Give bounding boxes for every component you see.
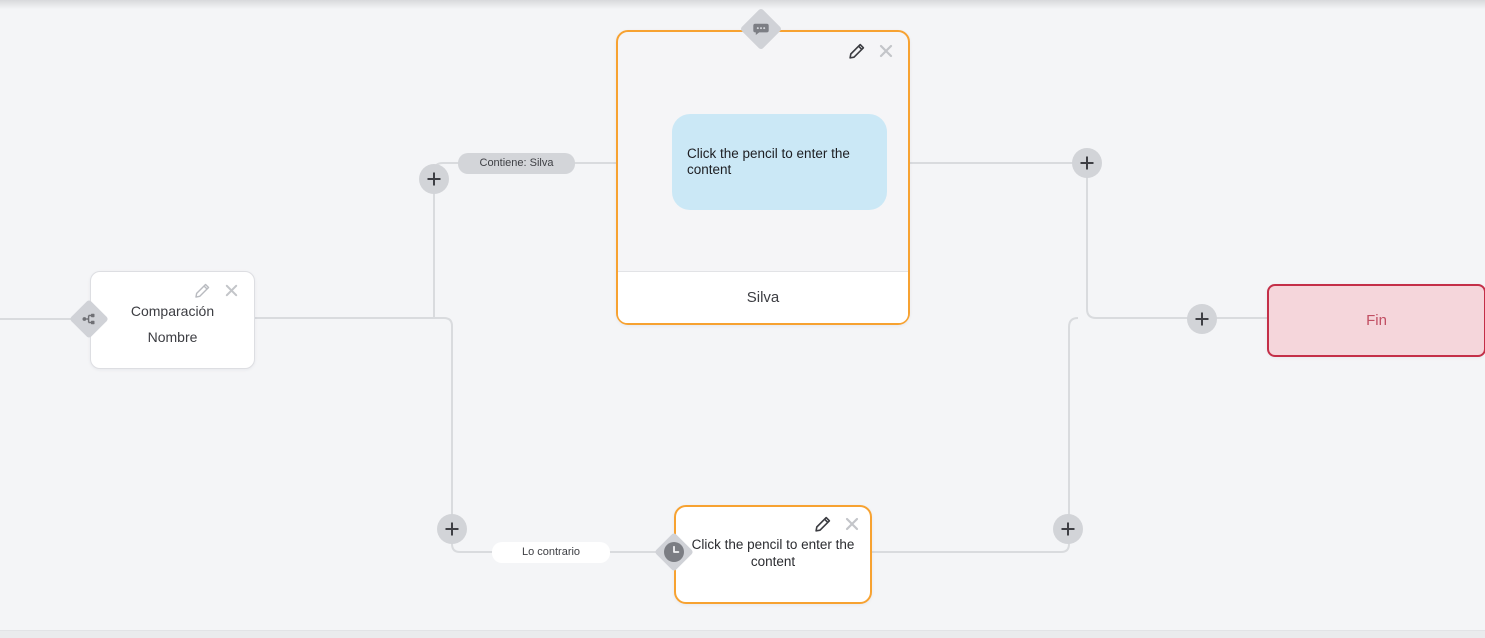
condition-type-badge	[69, 299, 109, 339]
wait-node[interactable]: Click the pencil to enter the content	[674, 505, 872, 604]
edit-button[interactable]	[848, 42, 866, 60]
edge-message-to-end	[904, 162, 1268, 319]
plus-icon	[1195, 312, 1209, 326]
plus-icon	[445, 522, 459, 536]
close-icon	[879, 44, 893, 58]
condition-title-line2: Nombre	[147, 329, 198, 345]
edge-condition-to-wait	[253, 317, 662, 553]
message-bubble: Click the pencil to enter the content	[672, 114, 887, 210]
delete-button[interactable]	[844, 516, 862, 534]
add-button-after-message[interactable]	[1072, 148, 1102, 178]
message-type-badge	[739, 7, 783, 51]
edit-button[interactable]	[194, 282, 212, 300]
pencil-icon	[849, 43, 865, 59]
condition-title-line1: Comparación	[130, 303, 215, 319]
close-icon	[225, 284, 238, 297]
plus-icon	[1061, 522, 1075, 536]
edit-button[interactable]	[814, 515, 832, 533]
edge-label-otherwise: Lo contrario	[492, 542, 610, 563]
condition-node-actions	[91, 282, 254, 300]
branch-icon	[81, 311, 97, 327]
add-button-before-end[interactable]	[1187, 304, 1217, 334]
chat-icon	[751, 19, 771, 39]
close-icon	[845, 517, 859, 531]
message-footer-label: Silva	[746, 289, 780, 306]
edge-label-match: Contiene: Silva	[458, 153, 575, 174]
end-node-label: Fin	[1366, 312, 1387, 329]
add-button-match-branch[interactable]	[419, 164, 449, 194]
delete-button[interactable]	[878, 43, 896, 61]
pencil-icon	[195, 283, 210, 298]
message-footer: Silva	[618, 271, 908, 323]
add-button-otherwise-branch[interactable]	[437, 514, 467, 544]
wait-type-badge	[654, 532, 694, 572]
canvas-top-shade	[0, 0, 1485, 9]
pencil-icon	[815, 516, 831, 532]
end-node[interactable]: Fin	[1267, 284, 1485, 357]
add-button-after-wait[interactable]	[1053, 514, 1083, 544]
plus-icon	[1080, 156, 1094, 170]
message-bubble-text: Click the pencil to enter the content	[687, 145, 850, 177]
wait-node-text: Click the pencil to enter the content	[691, 537, 855, 569]
edge-condition-to-message	[433, 162, 618, 318]
message-node[interactable]: Click the pencil to enter the content Si…	[616, 30, 910, 325]
edge-wait-to-end	[866, 317, 1079, 553]
delete-button[interactable]	[224, 283, 242, 301]
plus-icon	[427, 172, 441, 186]
clock-icon	[663, 541, 685, 563]
canvas-bottom-shade	[0, 630, 1485, 638]
condition-node[interactable]: Comparación Nombre	[90, 271, 255, 369]
